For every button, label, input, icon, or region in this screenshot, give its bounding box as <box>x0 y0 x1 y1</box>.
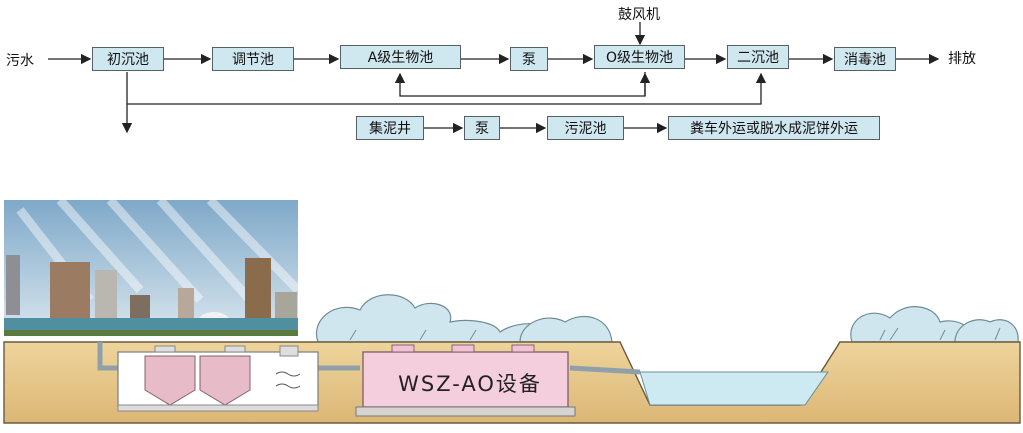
box-o-bio: O级生物池 <box>594 45 685 69</box>
box-disinfection: 消毒池 <box>834 47 896 71</box>
settling-tank <box>117 345 319 412</box>
box-equalization: 调节池 <box>212 47 294 71</box>
box-a-bio: A级生物池 <box>340 45 461 69</box>
bushes-right <box>850 306 1019 343</box>
box-pump-1: 泵 <box>510 47 548 71</box>
arrow-return-loop <box>394 72 646 97</box>
box-primary-settling: 初沉池 <box>92 47 164 71</box>
installation-illustration <box>3 196 1021 424</box>
box-secondary-settling: 二沉池 <box>727 45 789 69</box>
bushes-left <box>315 294 613 343</box>
blower-label: 鼓风机 <box>618 7 660 23</box>
pond-water <box>639 371 829 406</box>
arrow-to-secondary <box>127 72 767 105</box>
box-pump-2: 泵 <box>464 116 500 140</box>
city-skyline-image <box>4 196 302 336</box>
box-sludge-well: 集泥井 <box>356 116 424 140</box>
wsz-ao-equipment <box>355 344 576 417</box>
box-sludge-tank: 污泥池 <box>547 116 624 140</box>
box-sludge-disposal: 粪车外运或脱水成泥饼外运 <box>668 116 880 140</box>
flow-connectors <box>48 22 940 134</box>
equipment-label: WSZ-AO设备 <box>398 372 542 396</box>
output-label: 排放 <box>948 51 976 67</box>
input-label: 污水 <box>6 53 34 69</box>
bush-stems <box>349 327 1001 341</box>
